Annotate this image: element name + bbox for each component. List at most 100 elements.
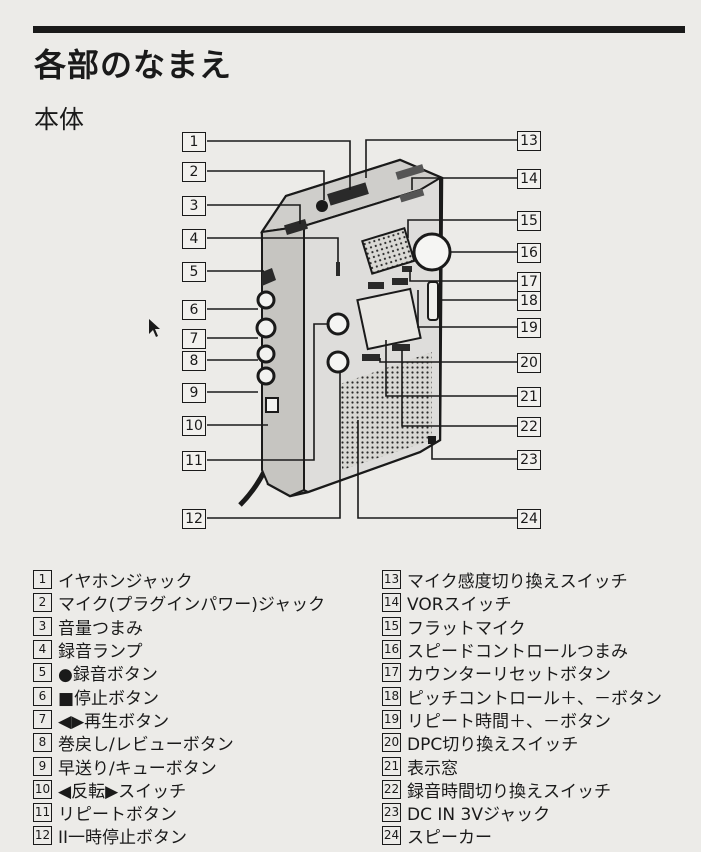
- callout-4: 4: [182, 229, 206, 249]
- reverse-switch: [265, 397, 279, 413]
- legend-label: ■停止ボタン: [58, 688, 160, 709]
- callout-16: 16: [517, 243, 541, 263]
- legend-num: 15: [382, 616, 401, 636]
- legend-item: 16 スピードコントロールつまみ: [382, 638, 662, 663]
- legend-label: マイク(プラグインパワー)ジャック: [58, 595, 326, 616]
- repeat-time-buttons: [368, 282, 384, 289]
- legend-num: 19: [382, 709, 401, 729]
- legend-num: 5: [33, 663, 52, 683]
- speed-control-knob: [412, 232, 452, 272]
- legend-num: 2: [33, 593, 52, 613]
- callout-21: 21: [517, 387, 541, 407]
- legend-label: ピッチコントロール＋、－ボタン: [407, 688, 662, 709]
- callout-12: 12: [182, 509, 206, 529]
- legend-label: マイク感度切り換えスイッチ: [407, 572, 628, 593]
- mic-jack: [316, 200, 328, 212]
- callout-8: 8: [182, 351, 206, 371]
- legend-label: ●録音ボタン: [58, 665, 158, 686]
- callout-1: 1: [182, 132, 206, 152]
- legend-num: 12: [33, 826, 52, 846]
- callout-5: 5: [182, 262, 206, 282]
- speaker-grille: [340, 352, 432, 470]
- section-subtitle: 本体: [34, 105, 85, 134]
- legend-label: カウンターリセットボタン: [407, 665, 611, 686]
- legend-item: 10 ◀反転▶スイッチ: [33, 778, 325, 802]
- legend-label: ◀反転▶スイッチ: [58, 781, 187, 802]
- legend-item: 15 フラットマイク: [382, 615, 662, 639]
- legend-num: 21: [382, 756, 401, 776]
- callout-2: 2: [182, 162, 206, 182]
- callout-10: 10: [182, 416, 206, 436]
- rec-time-switch: [392, 344, 410, 351]
- legend-num: 18: [382, 686, 401, 706]
- callout-3: 3: [182, 196, 206, 216]
- pitch-control-button: [427, 281, 439, 321]
- display-window: [356, 287, 422, 351]
- legend-num: 8: [33, 733, 52, 753]
- legend-label: 巻戻し/レビューボタン: [58, 735, 234, 756]
- recorder-diagram: [207, 139, 517, 519]
- mouse-cursor-icon: [149, 319, 160, 337]
- legend-item: 11 リピートボタン: [33, 801, 325, 826]
- legend-num: 7: [33, 709, 52, 729]
- legend-label: DPC切り換えスイッチ: [407, 735, 579, 756]
- callout-24: 24: [517, 509, 541, 529]
- legend-label: VORスイッチ: [407, 595, 512, 616]
- callout-9: 9: [182, 383, 206, 403]
- legend-num: 22: [382, 779, 401, 799]
- dc-in-jack: [428, 436, 436, 444]
- legend-num: 9: [33, 756, 52, 776]
- legend-label: スピードコントロールつまみ: [407, 642, 628, 663]
- legend-item: 21 表示窓: [382, 754, 662, 779]
- rewind-button: [256, 344, 276, 364]
- legend-label: リピート時間＋、－ボタン: [407, 711, 611, 732]
- legend-num: 3: [33, 616, 52, 636]
- callout-14: 14: [517, 169, 541, 189]
- legend-item: 23 DC IN 3Vジャック: [382, 801, 662, 826]
- earphone-cord: [238, 468, 268, 507]
- legend-num: 14: [382, 593, 401, 613]
- legend-item: 2 マイク(プラグインパワー)ジャック: [33, 591, 326, 616]
- legend-num: 10: [33, 779, 52, 799]
- legend-num: 6: [33, 686, 52, 706]
- legend-label: II一時停止ボタン: [58, 828, 188, 849]
- legend-num: 11: [33, 803, 52, 823]
- legend-item: 18 ピッチコントロール＋、－ボタン: [382, 684, 662, 709]
- callout-7: 7: [182, 329, 206, 349]
- legend-label: DC IN 3Vジャック: [407, 805, 551, 826]
- volume-knob: [284, 219, 308, 235]
- legend-label: フラットマイク: [407, 618, 526, 639]
- stop-button: [256, 290, 276, 310]
- callout-6: 6: [182, 300, 206, 320]
- legend-label: イヤホンジャック: [58, 572, 193, 593]
- legend-num: 24: [382, 826, 401, 846]
- legend-item: 7 ◀▶再生ボタン: [33, 708, 325, 732]
- legend-num: 20: [382, 733, 401, 753]
- title-rule: [33, 26, 685, 33]
- callout-18: 18: [517, 291, 541, 311]
- legend-right: 13 マイク感度切り換えスイッチ 14 VORスイッチ 15 フラットマイク 16 スピ…: [382, 568, 662, 848]
- legend-item: 14 VORスイッチ: [382, 591, 662, 616]
- callout-11: 11: [182, 451, 206, 471]
- legend-label: ◀▶再生ボタン: [58, 711, 170, 732]
- legend-num: 17: [382, 663, 401, 683]
- record-button: [262, 268, 276, 286]
- legend-num: 13: [382, 570, 401, 590]
- legend-item: 19 リピート時間＋、－ボタン: [382, 708, 662, 732]
- legend-num: 16: [382, 640, 401, 660]
- dpc-switch: [362, 354, 380, 361]
- legend-num: 23: [382, 803, 401, 823]
- callout-15: 15: [517, 211, 541, 231]
- legend-label: 録音時間切り換えスイッチ: [407, 781, 611, 802]
- legend-label: 表示窓: [407, 758, 458, 779]
- legend-item: 22 録音時間切り換えスイッチ: [382, 778, 662, 802]
- legend-label: リピートボタン: [58, 805, 177, 826]
- counter-reset-button: [402, 266, 412, 272]
- play-button: [255, 317, 277, 339]
- pause-button: [326, 350, 350, 374]
